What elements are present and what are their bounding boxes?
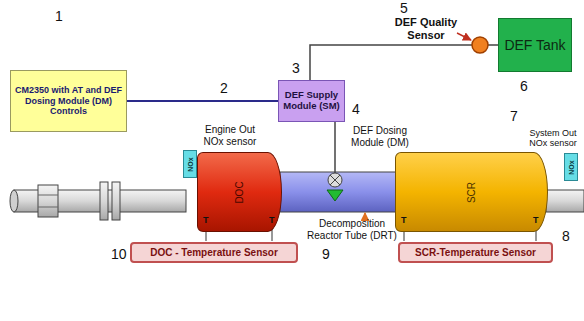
def-quality-sensor bbox=[472, 37, 488, 53]
callout-number: 8 bbox=[562, 228, 570, 244]
callout-number: 1 bbox=[55, 8, 63, 24]
pipe-end bbox=[10, 190, 18, 212]
callout-number: 6 bbox=[520, 78, 528, 94]
callout-number: 3 bbox=[292, 60, 300, 76]
pipe-nut bbox=[38, 185, 58, 217]
part-label: DEF Dosing Module (DM) bbox=[344, 125, 416, 148]
part-label: System Out NOx sensor bbox=[526, 128, 580, 149]
temperature-tap: T bbox=[269, 215, 275, 225]
def-supply-line bbox=[334, 122, 336, 173]
temperature-sensor-box: DOC - Temperature Sensor bbox=[130, 242, 298, 263]
def-tank: DEF Tank bbox=[498, 18, 572, 72]
nut-edge bbox=[38, 207, 58, 208]
decomposition-reactor-tube bbox=[280, 172, 397, 212]
node-text: DOC - Temperature Sensor bbox=[150, 247, 278, 258]
temperature-tap: T bbox=[533, 215, 539, 225]
part-label: DEF Quality Sensor bbox=[385, 16, 467, 41]
supply-module-box: DEF Supply Module (SM) bbox=[278, 80, 345, 122]
callout-number: 5 bbox=[400, 0, 408, 16]
callout-number: 2 bbox=[220, 80, 228, 96]
pipe-flange bbox=[100, 182, 108, 220]
callout-number: 7 bbox=[510, 108, 518, 124]
pipe-flange bbox=[112, 182, 120, 220]
nut-edge bbox=[38, 195, 58, 196]
temperature-tap: T bbox=[401, 215, 407, 225]
part-label: Decomposition Reactor Tube (DRT) bbox=[302, 218, 402, 241]
nox-sensor: NOx bbox=[564, 153, 578, 181]
node-text: DEF Tank bbox=[504, 37, 565, 53]
def-spray bbox=[327, 190, 343, 201]
node-text: SCR-Temperature Sensor bbox=[415, 247, 536, 258]
node-text: NOx bbox=[187, 157, 194, 171]
scr-catalyst: SCR bbox=[395, 152, 548, 232]
valve-cross bbox=[330, 175, 340, 185]
node-text: DEF Supply Module (SM) bbox=[282, 90, 341, 112]
connector-line bbox=[127, 100, 278, 102]
callout-number: 9 bbox=[322, 246, 330, 262]
nox-sensor: NOx bbox=[183, 150, 197, 178]
node-text: NOx bbox=[568, 160, 575, 174]
leader-arrow bbox=[457, 33, 471, 40]
callout-number: 10 bbox=[111, 246, 127, 262]
temperature-sensor-box: SCR-Temperature Sensor bbox=[398, 242, 553, 263]
node-text: DOC bbox=[234, 181, 245, 203]
node-text: CM2350 with AT and DEF Dosing Module (DM… bbox=[14, 85, 123, 116]
temperature-tap: T bbox=[203, 215, 209, 225]
dosing-module-valve bbox=[328, 173, 342, 187]
controller-box: CM2350 with AT and DEF Dosing Module (DM… bbox=[10, 70, 127, 132]
node-text: SCR bbox=[466, 181, 477, 202]
exhaust-pipe bbox=[546, 190, 584, 212]
connector-line bbox=[310, 45, 498, 80]
callout-number: 4 bbox=[352, 101, 360, 117]
part-label: Engine Out NOx sensor bbox=[198, 124, 262, 147]
valve-cross bbox=[330, 175, 340, 185]
